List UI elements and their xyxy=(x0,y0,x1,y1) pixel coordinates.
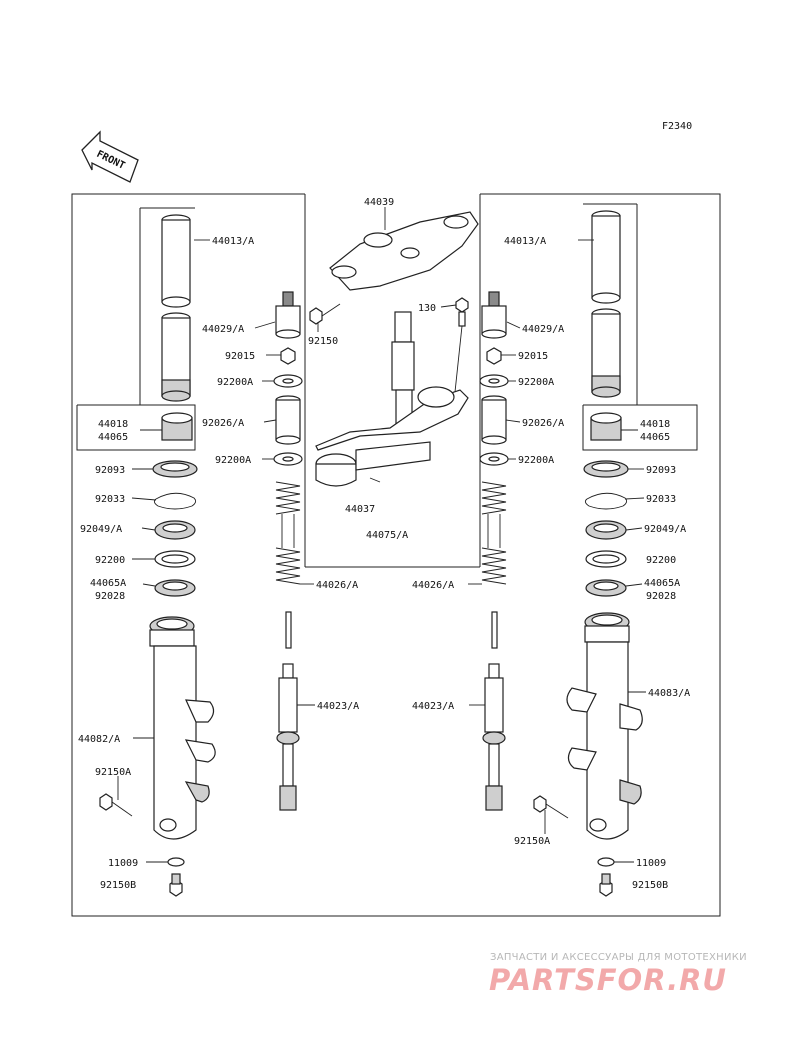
left-washer-92200a-bottom xyxy=(273,452,303,466)
upper-bracket-44039 xyxy=(329,211,479,291)
label-92028-left: 92028 xyxy=(95,591,125,602)
label-44037: 44037 xyxy=(345,504,375,515)
label-92026a-right: 92026/A xyxy=(522,418,564,429)
label-92200-left: 92200 xyxy=(95,555,125,566)
left-washer-11009 xyxy=(167,857,185,867)
left-oil-seal-92049 xyxy=(154,520,196,540)
right-spring-44026 xyxy=(481,481,507,585)
leader-lines xyxy=(117,207,646,863)
right-damper-rod-44023 xyxy=(482,611,506,811)
left-bolt-92150b xyxy=(169,873,183,897)
label-92028-right: 92028 xyxy=(646,591,676,602)
right-bolt-92150a xyxy=(533,795,569,819)
left-bushing-box xyxy=(76,207,196,451)
right-seal-92093 xyxy=(583,460,629,478)
label-44065-right: 44065 xyxy=(640,432,670,443)
right-outer-tube-44083 xyxy=(566,612,643,840)
right-washer-92200a-bottom xyxy=(479,452,509,466)
figure-code: F2340 xyxy=(662,121,692,132)
part-number-labels: 44039 44013/A 44013/A 44029/A 44029/A 92… xyxy=(78,197,690,891)
left-cap-bolt-44029 xyxy=(275,291,301,339)
left-washer-92200 xyxy=(154,550,196,568)
left-bolt-92150a xyxy=(99,793,133,817)
label-44075a: 44075/A xyxy=(366,530,408,541)
label-92200a-left-bottom: 92200A xyxy=(215,455,251,466)
label-44023a-right: 44023/A xyxy=(412,701,454,712)
label-44065a-right: 44065A xyxy=(644,578,680,589)
label-11009-left: 11009 xyxy=(108,858,138,869)
right-cap-bolt-44029 xyxy=(481,291,507,339)
watermark-tagline: ЗАПЧАСТИ И АКСЕССУАРЫ ДЛЯ МОТОТЕХНИКИ xyxy=(490,952,747,963)
label-92015-right: 92015 xyxy=(518,351,548,362)
left-outer-tube-44082 xyxy=(149,616,216,840)
label-44083a: 44083/A xyxy=(648,688,690,699)
label-11009-right: 11009 xyxy=(636,858,666,869)
right-bushing-box xyxy=(582,203,698,451)
right-fork-tube-44013 xyxy=(591,210,621,398)
label-92150a-left: 92150A xyxy=(95,767,131,778)
right-washer-92200 xyxy=(585,550,627,568)
label-92200a-right-bottom: 92200A xyxy=(518,455,554,466)
label-92200a-left-top: 92200A xyxy=(217,377,253,388)
left-damper-rod-44023 xyxy=(276,611,300,811)
label-92150b-right: 92150B xyxy=(632,880,668,891)
label-44018-right: 44018 xyxy=(640,419,670,430)
label-44026a-right: 44026/A xyxy=(412,580,454,591)
right-nut-92015 xyxy=(486,347,502,365)
left-nut-92015 xyxy=(280,347,296,365)
label-92150a-right: 92150A xyxy=(514,836,550,847)
left-collar-92026 xyxy=(275,395,301,445)
label-92200-right: 92200 xyxy=(646,555,676,566)
label-92049a-right: 92049/A xyxy=(644,524,686,535)
label-130: 130 xyxy=(418,303,436,314)
label-92026a-left: 92026/A xyxy=(202,418,244,429)
left-bushing-44065a xyxy=(154,579,196,597)
label-92150: 92150 xyxy=(308,336,338,347)
bolt-130 xyxy=(455,297,469,327)
label-92015-left: 92015 xyxy=(225,351,255,362)
stem-44037 xyxy=(315,311,469,487)
label-44029a-right: 44029/A xyxy=(522,324,564,335)
left-fork-tube-44013 xyxy=(161,214,191,402)
left-bushing-44018 xyxy=(161,412,193,441)
label-44039: 44039 xyxy=(364,197,394,208)
label-92093-right: 92093 xyxy=(646,465,676,476)
label-44013a-left: 44013/A xyxy=(212,236,254,247)
watermark-logo: PARTSFOR.RU xyxy=(489,963,727,997)
label-44026a-left: 44026/A xyxy=(316,580,358,591)
right-oil-seal-92049 xyxy=(585,520,627,540)
label-44065a-left: 44065A xyxy=(90,578,126,589)
right-bushing-44065a xyxy=(585,579,627,597)
right-bushing-44018 xyxy=(590,412,622,441)
label-92150b-left: 92150B xyxy=(100,880,136,891)
left-seal-92093 xyxy=(152,460,198,478)
label-44018-left: 44018 xyxy=(98,419,128,430)
label-92049a-left: 92049/A xyxy=(80,524,122,535)
left-washer-92200a-top xyxy=(273,374,303,388)
label-92093-left: 92093 xyxy=(95,465,125,476)
label-44082a: 44082/A xyxy=(78,734,120,745)
left-spring-44026 xyxy=(275,481,301,585)
right-washer-11009 xyxy=(597,857,615,867)
label-92200a-right-top: 92200A xyxy=(518,377,554,388)
right-washer-92200a-top xyxy=(479,374,509,388)
label-92033-right: 92033 xyxy=(646,494,676,505)
label-44013a-right: 44013/A xyxy=(504,236,546,247)
label-92033-left: 92033 xyxy=(95,494,125,505)
bolt-92150 xyxy=(309,303,341,325)
front-arrow-icon: FRONT xyxy=(81,130,139,183)
label-44029a-left: 44029/A xyxy=(202,324,244,335)
right-collar-92026 xyxy=(481,395,507,445)
right-clip-92033 xyxy=(584,492,628,510)
left-clip-92033 xyxy=(153,492,197,510)
right-bolt-92150b xyxy=(599,873,613,897)
label-44023a-left: 44023/A xyxy=(317,701,359,712)
label-44065-left: 44065 xyxy=(98,432,128,443)
